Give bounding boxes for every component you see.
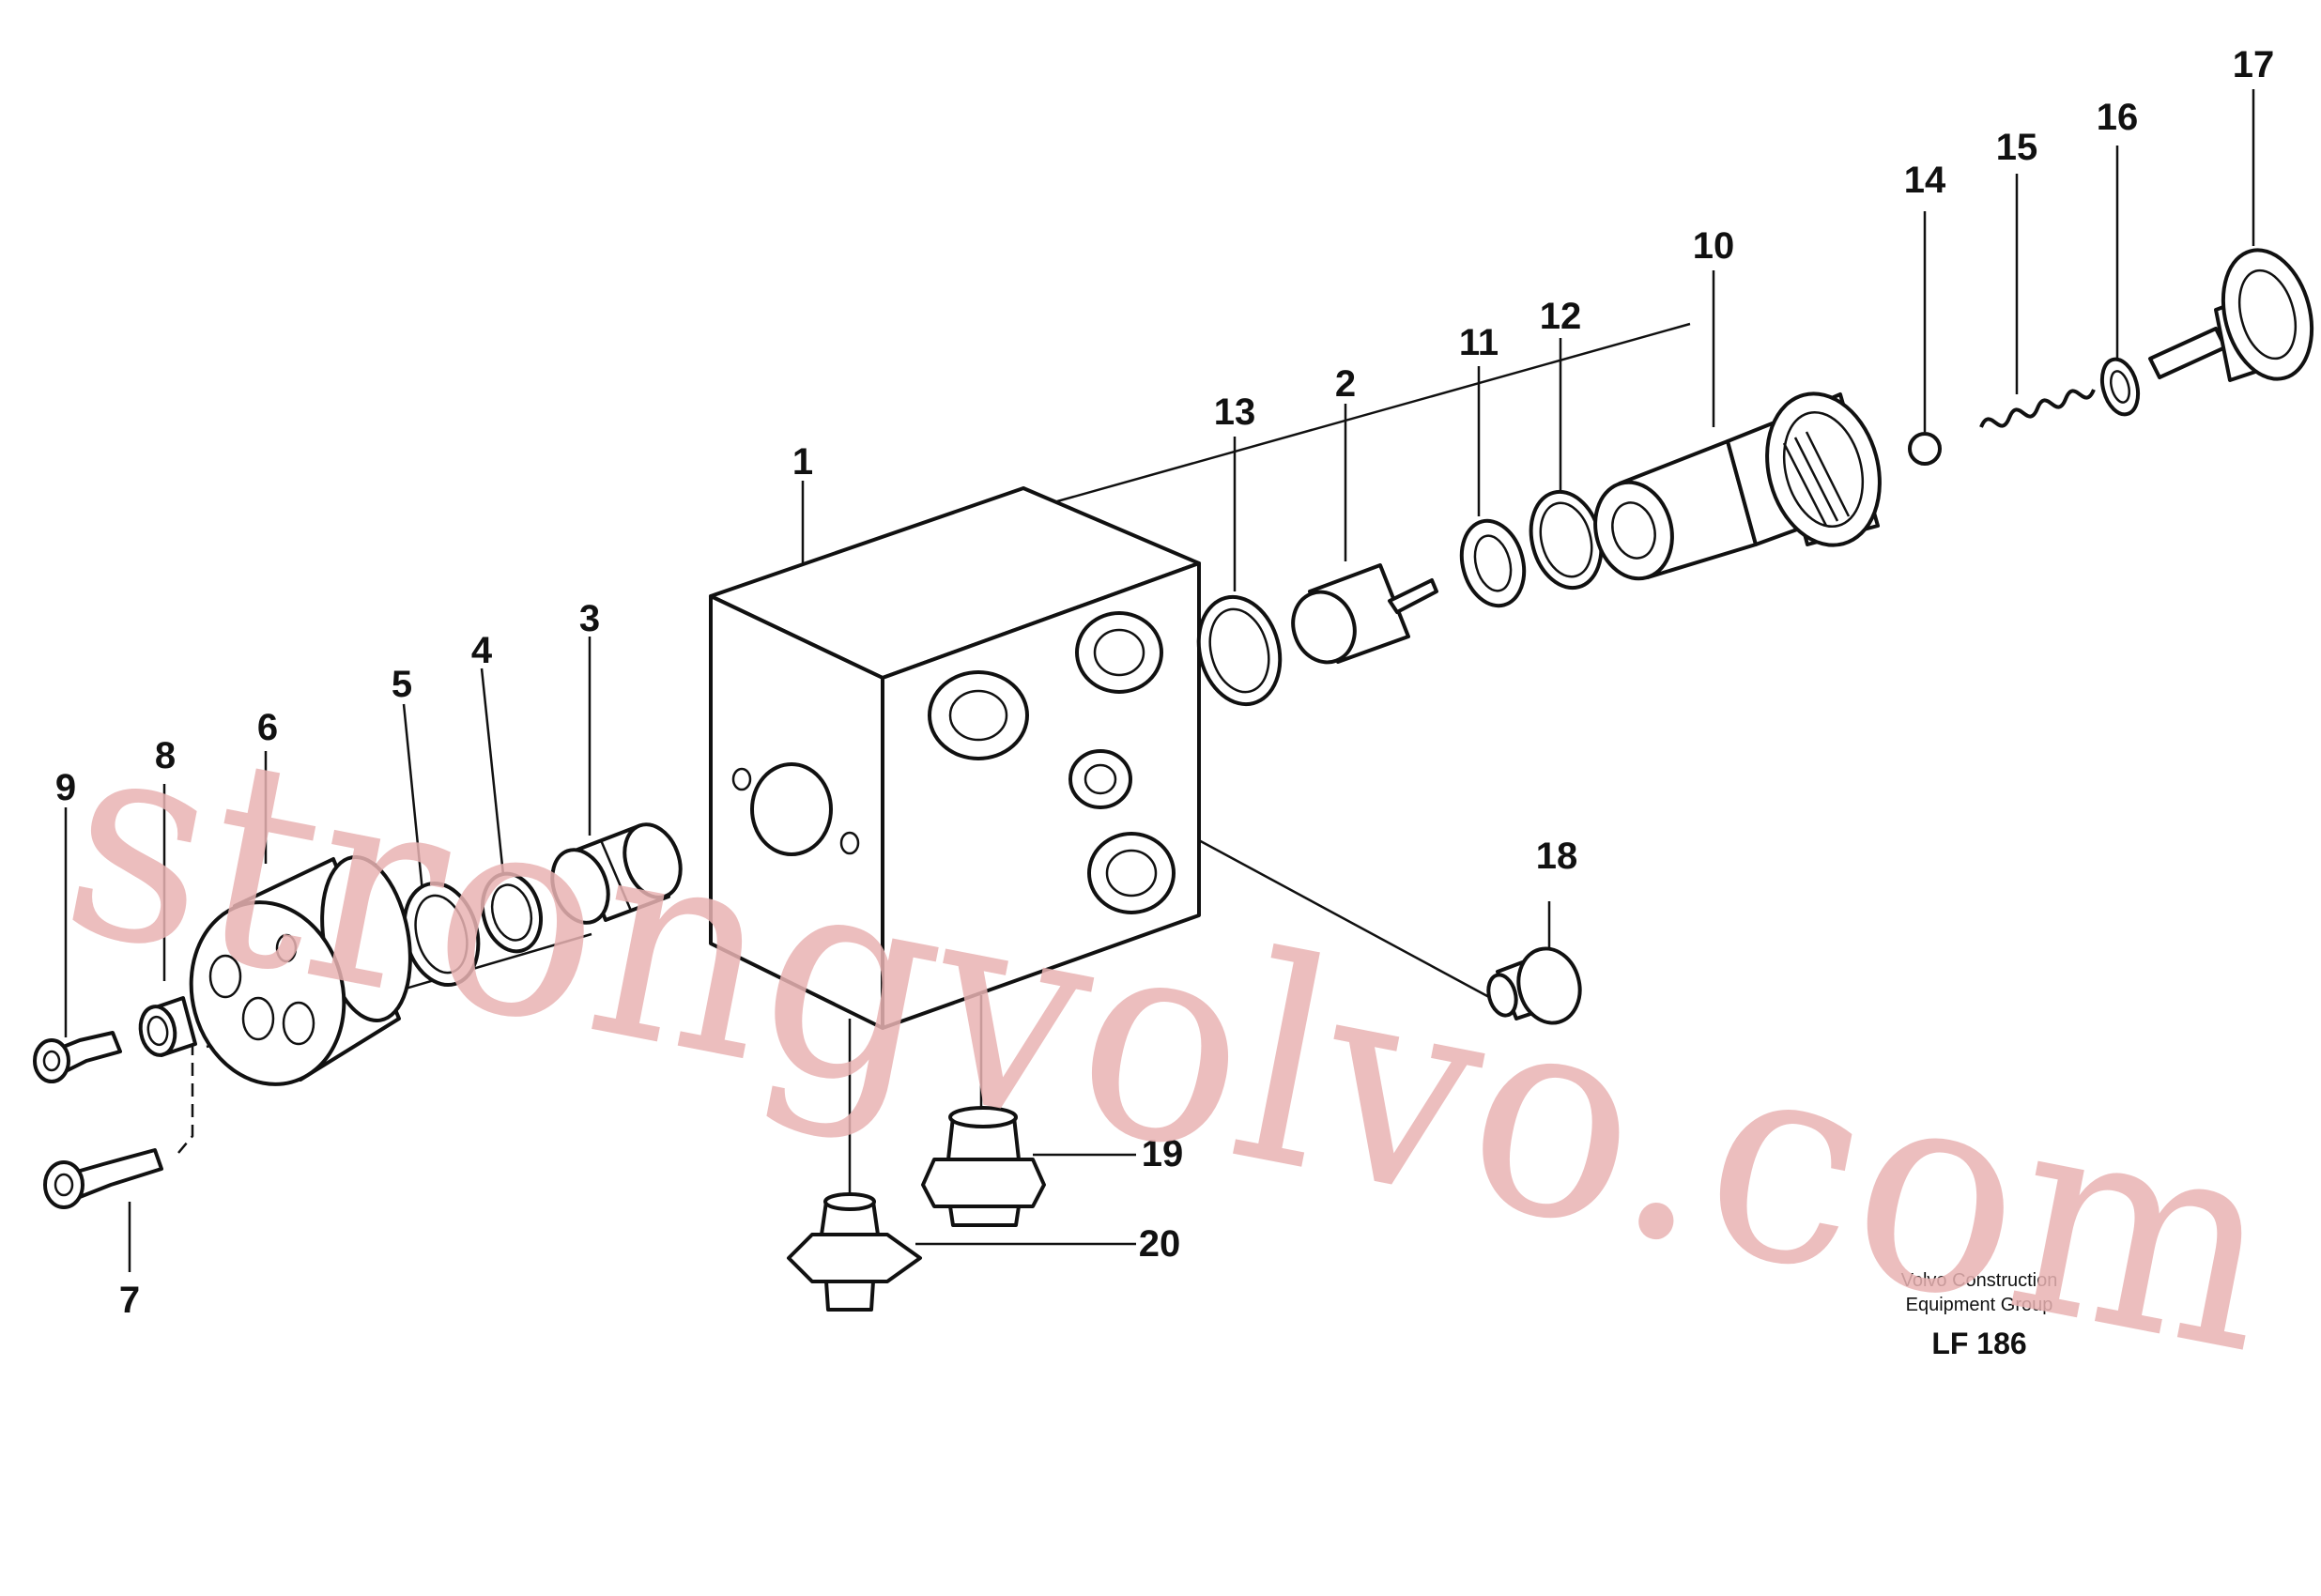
callout-11: 11 <box>1459 322 1499 363</box>
callout-15: 15 <box>1996 127 2038 168</box>
cap-screw-7 <box>43 1148 163 1209</box>
callout-5: 5 <box>392 664 412 705</box>
caption-block: Volvo Construction Equipment Group LF 18… <box>1901 1270 2058 1360</box>
callout-9: 9 <box>55 767 76 808</box>
plug-18 <box>1486 946 1582 1025</box>
caption-line-1: Volvo Construction <box>1901 1270 2058 1291</box>
drawing-code: LF 186 <box>1931 1327 2026 1360</box>
callout-1: 1 <box>792 441 813 483</box>
callout-14: 14 <box>1904 160 1946 201</box>
spring-15 <box>1979 389 2096 428</box>
callout-12: 12 <box>1540 296 1582 337</box>
callout-6: 6 <box>257 707 278 748</box>
seal-ring-13 <box>1196 594 1283 707</box>
cap-screw-9 <box>33 1031 122 1083</box>
piston-2 <box>1291 563 1438 665</box>
callout-18: 18 <box>1536 836 1578 877</box>
cover-6 <box>189 854 412 1086</box>
valve-block <box>709 486 1201 1030</box>
union-19 <box>921 1106 1046 1227</box>
adjusting-screw-17 <box>2148 248 2314 382</box>
valve-cartridge-10 <box>1593 391 1882 581</box>
spacer-8 <box>138 996 197 1057</box>
callout-13: 13 <box>1214 391 1256 433</box>
callout-16: 16 <box>2097 97 2139 138</box>
callout-3: 3 <box>579 598 600 639</box>
washer-16 <box>2099 357 2141 417</box>
callout-labels: 1 2 3 4 5 6 7 8 9 10 11 12 13 14 15 16 1… <box>55 44 2274 1321</box>
callout-4: 4 <box>471 630 493 671</box>
callout-7: 7 <box>119 1280 140 1321</box>
plug-3 <box>550 822 683 925</box>
callout-8: 8 <box>155 735 176 776</box>
ring-11 <box>1459 518 1527 608</box>
caption-line-2: Equipment Group <box>1906 1295 2053 1315</box>
callout-20: 20 <box>1139 1223 1181 1265</box>
leader-lines <box>64 89 2255 1272</box>
callout-17: 17 <box>2233 44 2275 85</box>
seal-ring-4 <box>481 871 543 954</box>
union-20 <box>787 1192 922 1312</box>
callout-19: 19 <box>1142 1133 1184 1174</box>
callout-2: 2 <box>1335 363 1356 405</box>
ball-14 <box>1908 432 1942 466</box>
callout-10: 10 <box>1693 225 1735 267</box>
